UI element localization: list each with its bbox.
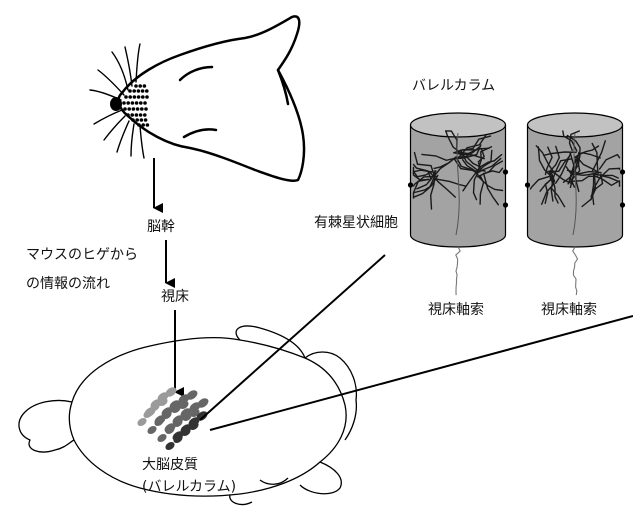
thalamic-axon-line [573, 247, 578, 295]
whisker-follicle-dot [141, 89, 145, 93]
whisker-follicle-dot [128, 89, 132, 93]
whisker-follicle-dot [135, 101, 139, 105]
label-spiny-stellate-cell: 有棘星状細胞 [314, 216, 398, 230]
whisker-follicle-dot [143, 84, 147, 88]
whisker-follicle-dot [130, 113, 134, 117]
whisker-follicle-dot [141, 123, 145, 127]
cortex-barrel [156, 432, 168, 443]
whisker-follicle-dot [140, 107, 144, 111]
whisker-follicle-dot [132, 107, 136, 111]
label-cortex-barrel-column: (バレルカラム) [142, 480, 236, 494]
whisker-follicle-dot [134, 84, 138, 88]
whisker-follicle-dot [126, 113, 130, 117]
whisker-follicle-dot [139, 101, 143, 105]
whisker-pad-dots [122, 84, 149, 127]
cell-body-dot [503, 202, 508, 207]
label-barrel-column-title: バレルカラム [412, 79, 495, 93]
cell-body-dot [620, 202, 625, 207]
whisker-follicle-dot [143, 101, 147, 105]
whisker-follicle-dot [138, 84, 142, 88]
whisker-follicle-dot [144, 118, 148, 122]
mouse-nose [110, 97, 122, 111]
whisker-follicle-dot [124, 95, 128, 99]
whisker-follicle-dot [137, 89, 141, 93]
whisker-follicle-dot [137, 123, 141, 127]
whisker-follicle-dot [122, 101, 126, 105]
whisker-follicle-dot [137, 95, 141, 99]
whisker-follicle-dot [144, 107, 148, 111]
whisker-follicle-dot [135, 113, 139, 117]
label-thalamic-axon-right: 視床軸索 [541, 303, 597, 317]
whisker-follicle-dot [139, 113, 143, 117]
whisker-follicle-dot [128, 95, 132, 99]
barrel-column-right [525, 113, 625, 295]
label-thalamus: 視床 [161, 290, 189, 304]
cell-body-dot [503, 169, 508, 174]
whisker-follicle-dot [123, 107, 127, 111]
label-cerebral-cortex: 大脳皮質 [142, 458, 198, 472]
whisker-follicle-dot [141, 95, 145, 99]
whisker-follicle-dot [143, 113, 147, 117]
whisker-follicle-dot [131, 101, 135, 105]
thalamic-axon-line [456, 247, 460, 295]
barrel-column-left [408, 113, 508, 295]
whisker-follicle-dot [136, 107, 140, 111]
whisker-follicle-dot [135, 118, 139, 122]
label-info-flow-line2: の情報の流れ [26, 277, 110, 291]
whisker-follicle-dot [146, 123, 150, 127]
label-thalamic-axon-left: 視床軸索 [428, 303, 484, 317]
label-info-flow-line1: マウスのヒゲから [26, 248, 138, 262]
cylinder-body [528, 125, 623, 247]
whisker-follicle-dot [132, 89, 136, 93]
whisker-follicle-dot [133, 95, 137, 99]
whisker-follicle-dot [127, 107, 131, 111]
cortex-barrel [146, 424, 158, 435]
label-brainstem: 脳幹 [147, 220, 175, 234]
cell-body-dot [408, 182, 413, 187]
whisker-follicle-dot [145, 95, 149, 99]
connector-to-stellate [200, 255, 385, 420]
whisker-follicle-dot [140, 118, 144, 122]
cell-body-dot [525, 182, 530, 187]
whisker-follicle-dot [131, 118, 135, 122]
cortex-barrel-field [136, 385, 210, 451]
whisker-follicle-dot [126, 101, 130, 105]
whisker-follicle-dot [145, 89, 149, 93]
cell-body-dot [620, 169, 625, 174]
